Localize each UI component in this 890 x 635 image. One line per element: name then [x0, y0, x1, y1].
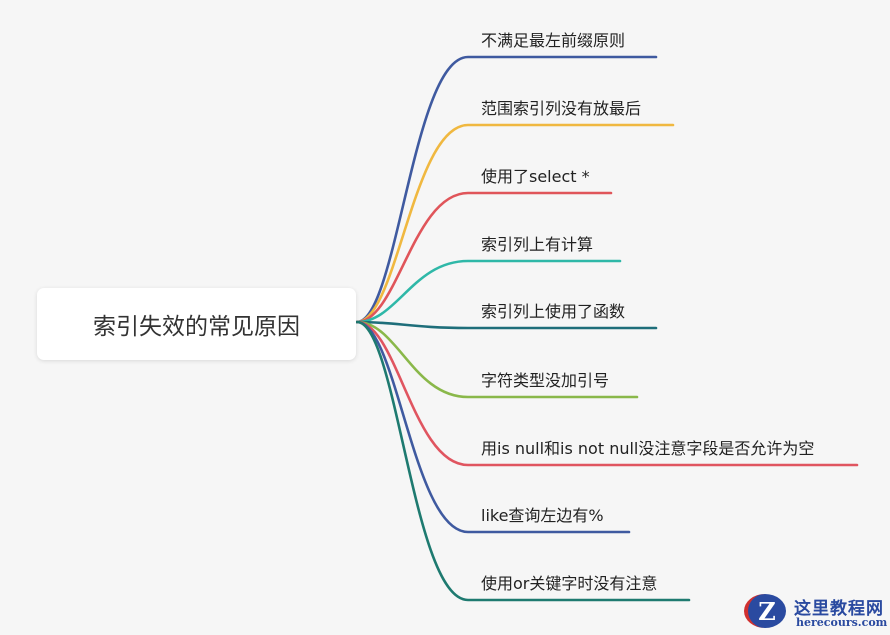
branch-node[interactable]: 字符类型没加引号 [481, 371, 610, 390]
branch-node[interactable]: 索引列上使用了函数 [481, 302, 626, 321]
branch-connector [355, 55, 658, 324]
branch-node[interactable]: 索引列上有计算 [481, 235, 594, 254]
watermark-name: 这里教程网 [794, 599, 884, 619]
branch-connector [355, 123, 675, 324]
branch-connector [355, 320, 631, 534]
branch-connector [355, 259, 622, 324]
branch-connector [355, 320, 658, 330]
branch-connector [355, 320, 691, 602]
branch-node[interactable]: like查询左边有% [481, 506, 604, 525]
watermark-logo-icon: Z [744, 594, 786, 628]
watermark-site: herecours.com [796, 616, 888, 629]
branch-connector [355, 191, 613, 324]
branch-node[interactable]: 用is null和is not null没注意字段是否允许为空 [481, 439, 815, 458]
branch-node[interactable]: 使用了select * [481, 167, 590, 186]
branch-connector [355, 320, 859, 467]
branch-node[interactable]: 范围索引列没有放最后 [481, 99, 642, 118]
root-node[interactable]: 索引失效的常见原因 [37, 288, 356, 360]
branch-node[interactable]: 不满足最左前缀原则 [481, 31, 626, 50]
root-label: 索引失效的常见原因 [93, 314, 300, 340]
watermark: Z 这里教程网 herecours.com [742, 590, 890, 635]
branch-connector [355, 320, 639, 399]
branch-node[interactable]: 使用or关键字时没有注意 [481, 574, 658, 593]
